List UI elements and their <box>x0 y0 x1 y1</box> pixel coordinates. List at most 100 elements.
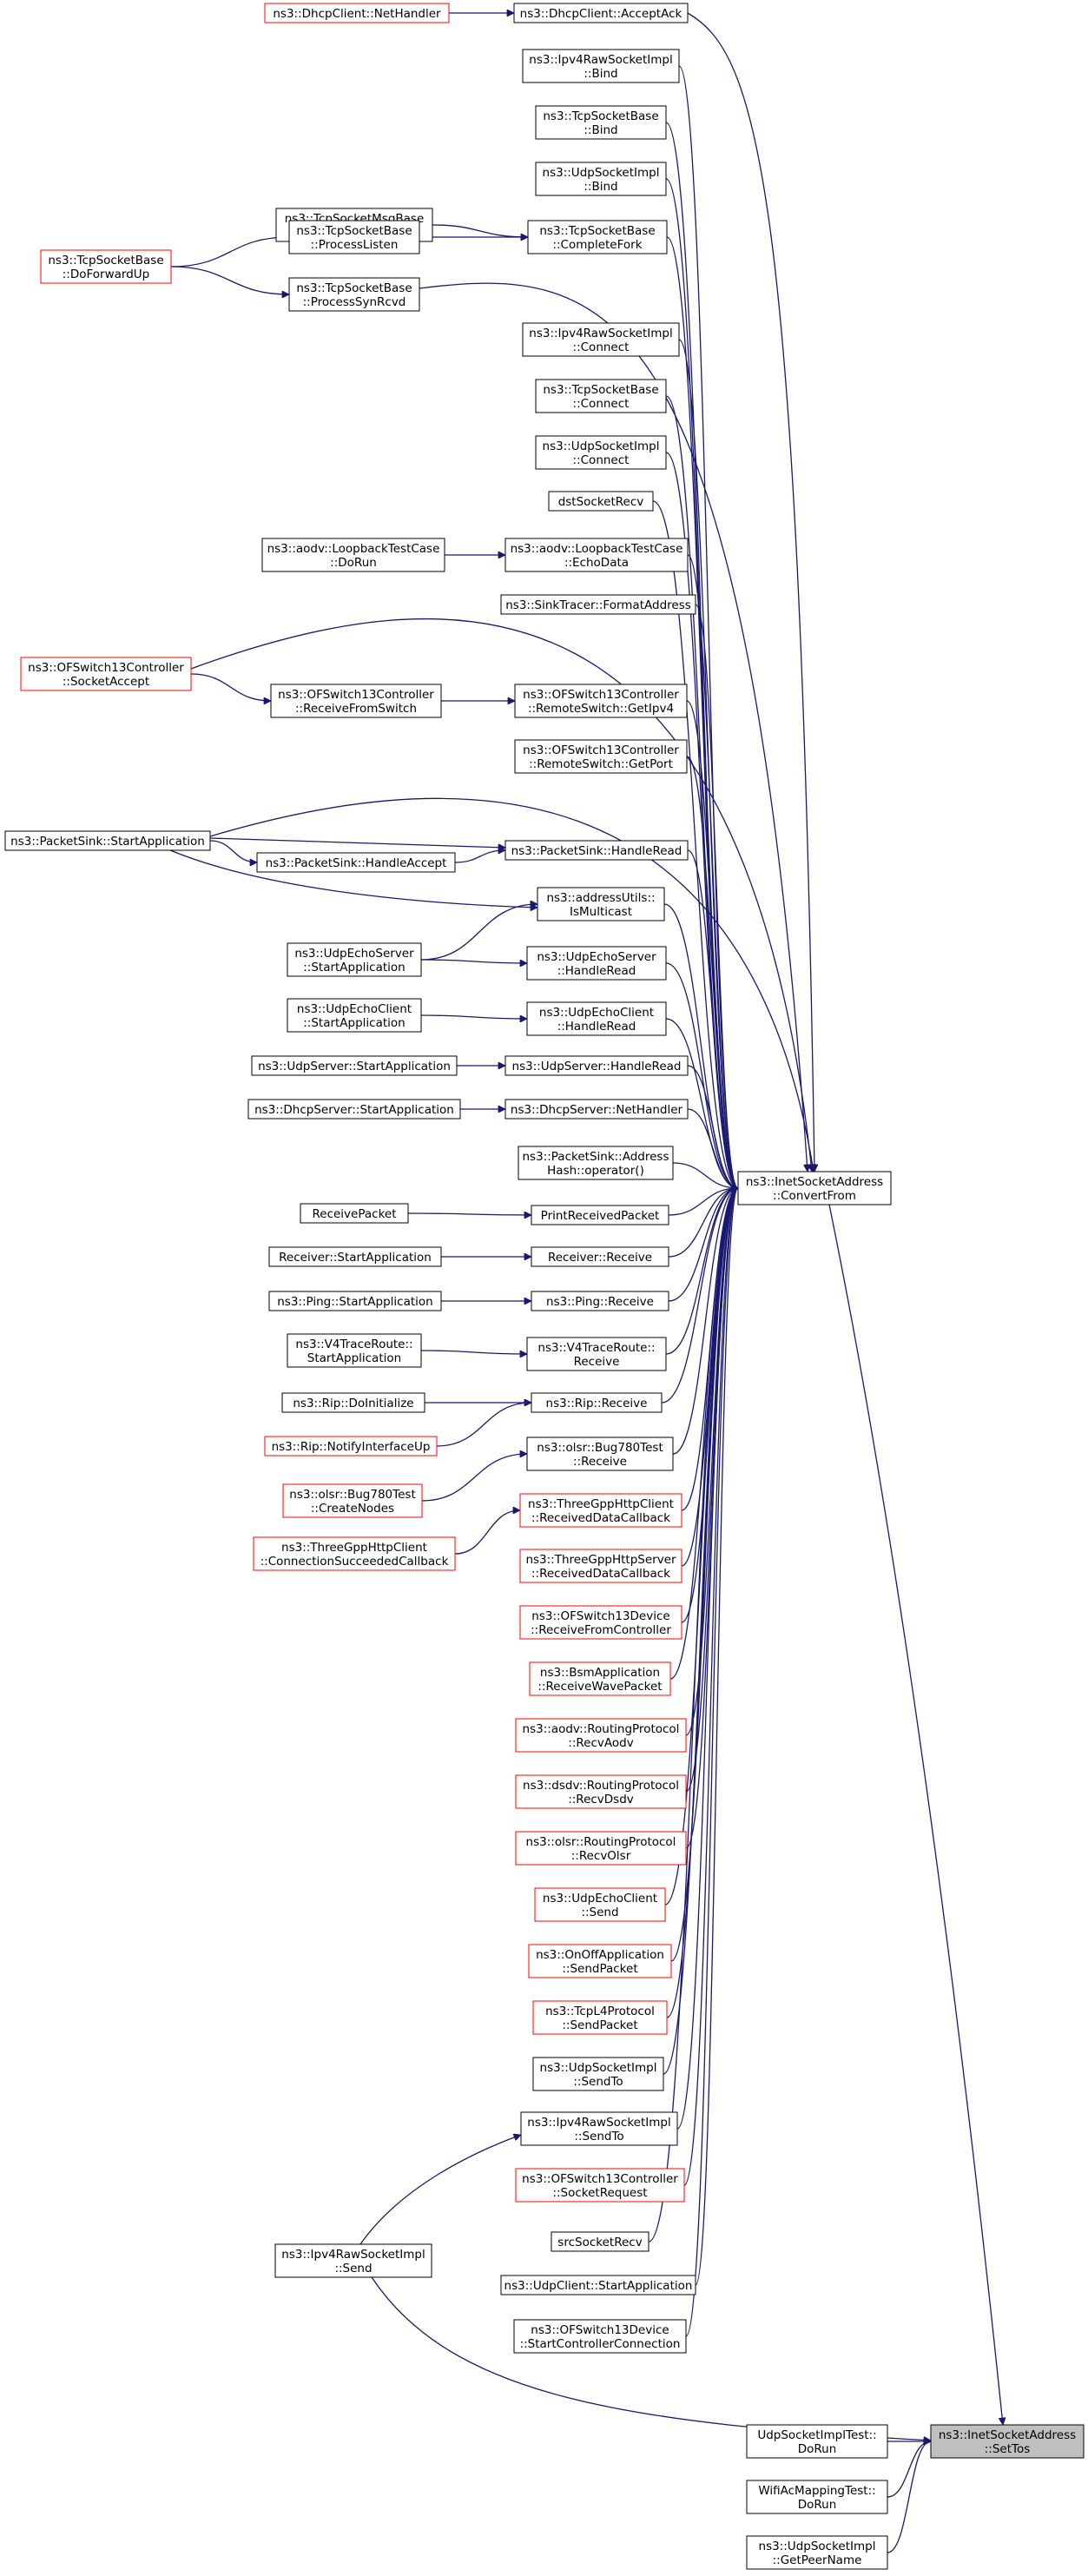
node-box[interactable] <box>300 1203 409 1224</box>
node-tcpsocketbase-connect[interactable]: ns3::TcpSocketBase::Connect <box>535 379 667 413</box>
node-box[interactable] <box>746 2535 888 2570</box>
node-box[interactable] <box>514 739 688 774</box>
node-box[interactable] <box>737 1171 892 1205</box>
node-box[interactable] <box>535 162 667 196</box>
node-box[interactable] <box>518 1146 674 1180</box>
node-wifiacmappingtest-dorun[interactable]: WifiAcMappingTest::DoRun <box>746 2480 888 2514</box>
node-threegpphttpserver-receiveddatacallback[interactable]: ns3::ThreeGppHttpServer::ReceivedDataCal… <box>519 1549 682 1583</box>
node-box[interactable] <box>288 220 420 254</box>
node-ipv4rawsocketimpl-sendto[interactable]: ns3::Ipv4RawSocketImpl::SendTo <box>520 2111 678 2146</box>
node-box[interactable] <box>537 887 665 921</box>
node-box[interactable] <box>500 594 696 615</box>
node-receiver-startapplication[interactable]: Receiver::StartApplication <box>268 1246 442 1267</box>
node-ofswitch13controller-receivefromswitch[interactable]: ns3::OFSwitch13Controller::ReceiveFromSw… <box>270 684 442 718</box>
node-rip-notifyinterfaceup[interactable]: ns3::Rip::NotifyInterfaceUp <box>264 1436 438 1456</box>
node-box[interactable] <box>513 3 689 23</box>
node-box[interactable] <box>531 1205 669 1225</box>
node-udpserver-handleread[interactable]: ns3::UdpServer::HandleRead <box>504 1055 689 1076</box>
node-bsmapplication-receivewavepacket[interactable]: ns3::BsmApplication::ReceiveWavePacket <box>529 1661 671 1696</box>
node-dhcpclient-acceptack[interactable]: ns3::DhcpClient::AcceptAck <box>513 3 689 23</box>
node-box[interactable] <box>519 1605 682 1640</box>
node-box[interactable] <box>264 1436 438 1456</box>
node-v4traceroute-receive[interactable]: ns3::V4TraceRoute::Receive <box>526 1337 667 1371</box>
node-box[interactable] <box>526 1001 667 1036</box>
node-box[interactable] <box>515 1831 687 1866</box>
node-box[interactable] <box>548 491 654 512</box>
node-box[interactable] <box>256 852 456 873</box>
node-box[interactable] <box>535 379 667 413</box>
node-printreceivedpacket[interactable]: PrintReceivedPacket <box>531 1205 669 1225</box>
node-box[interactable] <box>531 1291 669 1311</box>
node-udpsocketimpl-bind[interactable]: ns3::UdpSocketImpl::Bind <box>535 162 667 196</box>
node-box[interactable] <box>268 1291 442 1311</box>
node-box[interactable] <box>4 830 211 851</box>
node-ipv4rawsocketimpl-connect[interactable]: ns3::Ipv4RawSocketImpl::Connect <box>522 322 680 357</box>
node-box[interactable] <box>247 1099 461 1120</box>
node-udpechoserver-startapplication[interactable]: ns3::UdpEchoServer::StartApplication <box>287 942 422 977</box>
node-box[interactable] <box>287 998 422 1033</box>
node-box[interactable] <box>522 49 680 83</box>
node-udpsocketimpltest-dorun[interactable]: UdpSocketImplTest::DoRun <box>746 2424 888 2459</box>
node-udpechoserver-handleread[interactable]: ns3::UdpEchoServer::HandleRead <box>526 946 667 981</box>
node-box[interactable] <box>288 277 420 312</box>
node-box[interactable] <box>515 1774 687 1809</box>
node-tcpsocketbase-processlisten[interactable]: ns3::TcpSocketBase::ProcessListen <box>288 220 420 254</box>
node-udpechoclient-handleread[interactable]: ns3::UdpEchoClient::HandleRead <box>526 1001 667 1036</box>
node-box[interactable] <box>535 435 667 470</box>
node-tcpl4protocol-sendpacket[interactable]: ns3::TcpL4Protocol::SendPacket <box>532 2000 668 2035</box>
node-box[interactable] <box>551 2231 650 2252</box>
node-box[interactable] <box>526 946 667 981</box>
node-box[interactable] <box>504 1099 689 1120</box>
node-receivepacket[interactable]: ReceivePacket <box>300 1203 409 1224</box>
node-srcsocketrecv[interactable]: srcSocketRecv <box>551 2231 650 2252</box>
node-box[interactable] <box>500 2275 696 2295</box>
node-box[interactable] <box>264 3 450 23</box>
node-box[interactable] <box>529 1661 671 1696</box>
node-box[interactable] <box>519 1549 682 1583</box>
node-dhcpserver-nethandler[interactable]: ns3::DhcpServer::NetHandler <box>504 1099 689 1120</box>
node-box[interactable] <box>535 105 667 140</box>
node-box[interactable] <box>534 1887 666 1922</box>
node-udpechoclient-startapplication[interactable]: ns3::UdpEchoClient::StartApplication <box>287 998 422 1033</box>
node-box[interactable] <box>274 2243 432 2278</box>
node-sinktracer-formataddress[interactable]: ns3::SinkTracer::FormatAddress <box>500 594 696 615</box>
node-box[interactable] <box>526 1337 667 1371</box>
node-box[interactable] <box>519 1493 682 1528</box>
node-udpclient-startapplication[interactable]: ns3::UdpClient::StartApplication <box>500 2275 696 2295</box>
node-ping-receive[interactable]: ns3::Ping::Receive <box>531 1291 669 1311</box>
node-box[interactable] <box>526 1437 674 1471</box>
node-addressutils-ismulticast[interactable]: ns3::addressUtils::IsMulticast <box>537 887 665 921</box>
node-ofswitch13controller-socketaccept[interactable]: ns3::OFSwitch13Controller::SocketAccept <box>20 657 192 691</box>
node-box[interactable] <box>282 1483 423 1518</box>
node-tcpsocketbase-bind[interactable]: ns3::TcpSocketBase::Bind <box>535 105 667 140</box>
node-tcpsocketbase-doforwardup[interactable]: ns3::TcpSocketBase::DoForwardUp <box>40 249 172 284</box>
node-packetsink-handleaccept[interactable]: ns3::PacketSink::HandleAccept <box>256 852 456 873</box>
node-box[interactable] <box>504 840 689 861</box>
node-box[interactable] <box>746 2424 888 2459</box>
node-ofswitch13device-receivefromcontroller[interactable]: ns3::OFSwitch13Device::ReceiveFromContro… <box>519 1605 682 1640</box>
node-box[interactable] <box>520 2111 678 2146</box>
node-box[interactable] <box>253 1536 456 1571</box>
node-box[interactable] <box>513 2319 687 2354</box>
node-box[interactable] <box>532 2000 668 2035</box>
node-box[interactable] <box>20 657 192 691</box>
node-aodv-routingprotocol-recvaodv[interactable]: ns3::aodv::RoutingProtocol::RecvAodv <box>515 1718 687 1753</box>
node-onoffapplication-sendpacket[interactable]: ns3::OnOffApplication::SendPacket <box>528 1944 672 1978</box>
node-box[interactable] <box>531 1246 669 1267</box>
node-olsr-bug780test-createnodes[interactable]: ns3::olsr::Bug780Test::CreateNodes <box>282 1483 423 1518</box>
node-udpsocketimpl-getpeername[interactable]: ns3::UdpSocketImpl::GetPeerName <box>746 2535 888 2570</box>
node-ofswitch13controller-socketrequest[interactable]: ns3::OFSwitch13Controller::SocketRequest <box>515 2168 685 2203</box>
node-box[interactable] <box>522 322 680 357</box>
node-dstsocketrecv[interactable]: dstSocketRecv <box>548 491 654 512</box>
node-box[interactable] <box>270 684 442 718</box>
node-aodv-loopbacktestcase-dorun[interactable]: ns3::aodv::LoopbackTestCase::DoRun <box>261 538 445 572</box>
node-ping-startapplication[interactable]: ns3::Ping::StartApplication <box>268 1291 442 1311</box>
node-box[interactable] <box>527 220 668 254</box>
node-rip-receive[interactable]: ns3::Rip::Receive <box>531 1392 663 1413</box>
node-v4traceroute-startapplication[interactable]: ns3::V4TraceRoute::StartApplication <box>287 1333 422 1368</box>
node-box[interactable] <box>40 249 172 284</box>
node-inetsocketaddress-settos[interactable]: ns3::InetSocketAddress::SetTos <box>930 2424 1085 2459</box>
node-receiver-receive[interactable]: Receiver::Receive <box>531 1246 669 1267</box>
node-box[interactable] <box>251 1055 458 1076</box>
